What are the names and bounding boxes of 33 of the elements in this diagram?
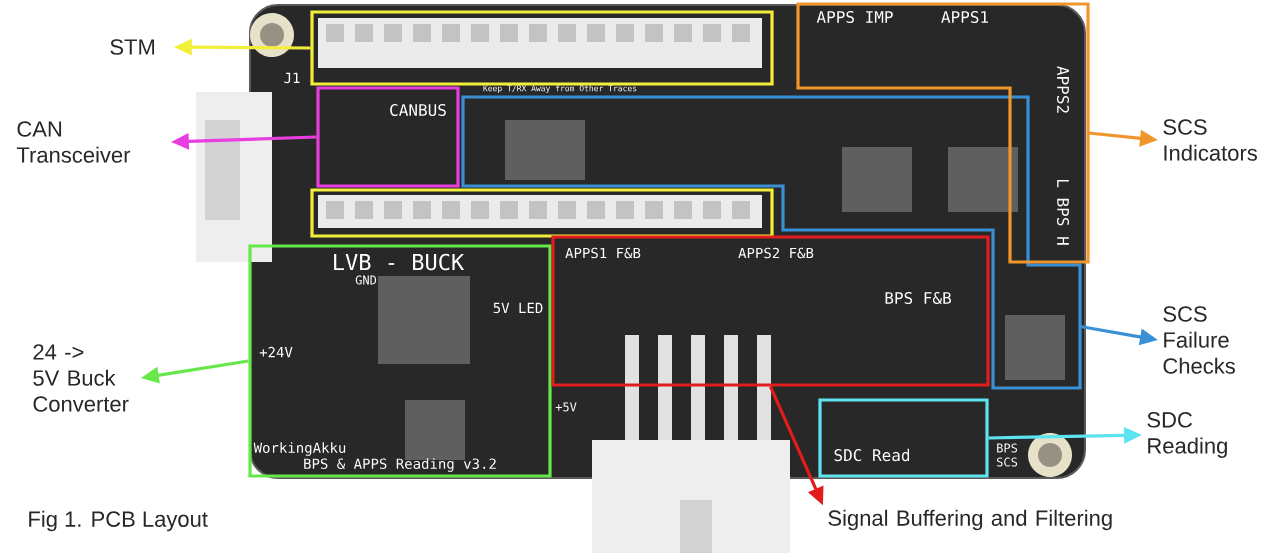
silkscreen-text: APPS2 (1056, 66, 1070, 113)
silkscreen-text: Keep T/RX Away from Other Traces (483, 85, 637, 93)
silkscreen-text: GND (355, 275, 377, 285)
silkscreen-text: BPS & APPS Reading v3.2 (304, 458, 496, 472)
callout-text: SCS Indicators (1163, 119, 1257, 161)
silkscreen-text: APPS1 F&B (565, 247, 641, 259)
highlight-frame (248, 244, 552, 478)
highlight-frame (316, 86, 460, 188)
silkscreen-text: APPS IMP (816, 10, 893, 24)
callout-text: CAN Transceiver (16, 121, 131, 163)
silkscreen-text: SDC Read (834, 448, 909, 462)
highlight-frame (310, 188, 774, 238)
silkscreen-text: APPS2 F&B (738, 247, 814, 259)
silkscreen-text: J1 (284, 72, 300, 84)
callout-text: Signal Buffering and Filtering (828, 509, 1112, 531)
silkscreen-text: BPS F&B (885, 291, 951, 305)
highlight-frame (818, 398, 989, 478)
callout-text: 24 -> 5V Buck Converter (33, 344, 129, 412)
callout-text: SDC Reading (1147, 412, 1227, 458)
silkscreen-text: BPS SCS (997, 443, 1018, 467)
caption: Fig 1. PCB Layout (29, 510, 208, 532)
silkscreen-text: +24V (259, 346, 293, 358)
callout-text: STM (110, 39, 154, 55)
silkscreen-text: L BPS H (1056, 180, 1070, 245)
silkscreen-text: WorkingAkku (253, 442, 346, 456)
silkscreen-text: APPS1 (941, 10, 988, 24)
silkscreen-text: LVB - BUCK (334, 253, 465, 271)
callout-text: SCS Failure Checks (1163, 306, 1235, 374)
silkscreen-text: 5V LED (493, 302, 543, 314)
silkscreen-text: CANBUS (390, 103, 446, 117)
silkscreen-text: +5V (555, 402, 577, 412)
highlight-frame (310, 10, 774, 86)
highlight-frame (551, 235, 990, 387)
